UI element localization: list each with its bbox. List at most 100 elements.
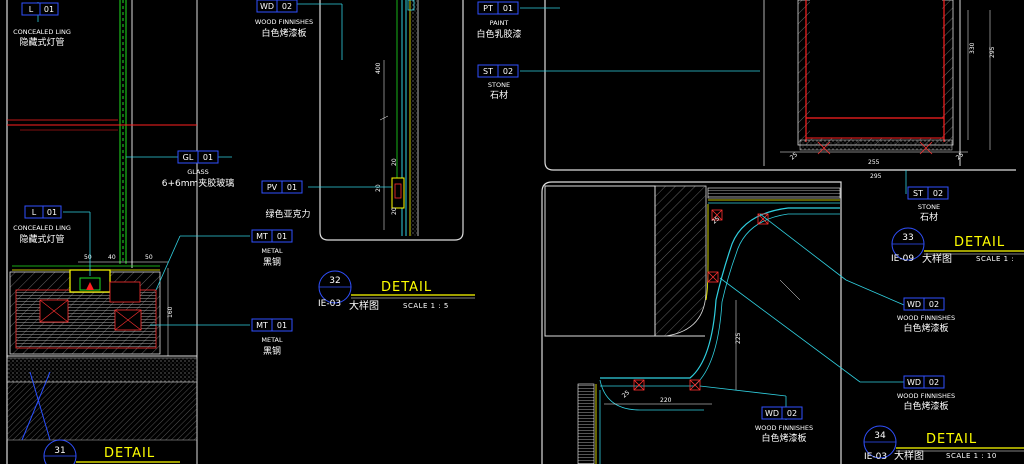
dim-label: 295 [989,46,996,58]
material-tag: WD 02 WOOD FINNISHES 白色烤漆板 [755,406,813,444]
detail-title-33: 33 IE-09 DETAIL 大样图 SCALE 1 : [891,227,1024,265]
detail-title-31: 31 DETAIL [43,439,180,464]
material-tag: L 01 CONCEALED LING 隐藏式灯管 [13,205,71,245]
detail-number: 34 [874,431,886,441]
tag-code: WD [907,378,921,387]
tag-english: STONE [488,81,510,89]
tag-chinese: 黑钢 [263,256,281,268]
detail-32-drawing [379,0,419,236]
tag-chinese: 隐藏式灯管 [19,36,64,48]
detail-32-dimensions: 400 20 20 20 [375,62,398,215]
dim-label: 160 [167,306,174,318]
material-tag: PV 01 绿色亚克力 [261,180,311,220]
dim-label: 220 [660,397,672,404]
detail-sheet: IE-09 [891,254,914,264]
detail-34-dimensions: 225 220 25 25 [621,215,742,404]
dim-label: 20 [391,158,398,166]
material-tag: ST 02 STONE 石材 [907,186,949,223]
tag-number: 02 [929,378,939,387]
dim-label: 25 [789,151,799,161]
material-tag: MT 01 METAL 黑钢 [251,318,293,357]
tag-english: CONCEALED LING [13,28,71,36]
material-tag: WD 02 WOOD FINNISHES 白色烤漆板 [255,0,313,39]
detail-31-drawing [6,0,198,464]
detail-33-drawing [763,0,991,171]
leader-lines [37,2,907,420]
detail-chinese: 大样图 [349,299,379,312]
tag-code: ST [483,67,493,76]
tag-number: 02 [282,2,292,11]
material-tag: PT 01 PAINT 白色乳胶漆 [476,1,522,40]
tag-code: WD [765,409,779,418]
detail-sheet: IE-03 [864,452,887,462]
tag-english: WOOD FINNISHES [897,314,955,322]
dim-label: 50 [84,254,92,261]
dim-label: 255 [868,159,880,166]
dim-label: 400 [375,62,382,74]
detail-33-dimensions: 330 25 25 255 295 295 [789,42,996,180]
detail-chinese: 大样图 [894,449,924,462]
tag-number: 01 [287,183,297,192]
dim-label: 25 [711,215,721,225]
detail-word: DETAIL [954,235,1005,250]
material-tag: WD 02 WOOD FINNISHES 白色烤漆板 [897,297,955,334]
tag-english: PAINT [490,19,509,27]
material-tag: GL 01 GLASS 6+6mm夹胶玻璃 [162,150,234,189]
detail-chinese: 大样图 [922,252,952,265]
tag-chinese: 白色乳胶漆 [476,28,521,40]
tag-code: ST [913,189,923,198]
dim-label: 25 [621,389,631,399]
dim-label: 25 [955,151,965,161]
tag-chinese: 白色烤漆板 [903,400,948,412]
tag-english: CONCEALED LING [13,224,71,232]
tag-chinese: 石材 [490,89,508,101]
tag-number: 01 [277,321,287,330]
detail-scale: SCALE 1 : 10 [946,452,997,460]
tag-english: WOOD FINNISHES [755,424,813,432]
tag-code: L [29,5,34,14]
dim-label: 295 [870,173,882,180]
dim-label: 50 [145,254,153,261]
tag-code: WD [907,300,921,309]
tag-code: PT [483,4,493,13]
material-tag: ST 02 STONE 石材 [477,64,519,101]
tag-number: 02 [787,409,797,418]
tag-english: METAL [261,247,283,255]
tag-chinese: 白色烤漆板 [761,432,806,444]
detail-number: 33 [902,233,913,243]
tag-english: GLASS [187,168,209,176]
detail-31-dimensions: 50 40 50 160 [84,254,174,318]
tag-number: 01 [503,4,513,13]
tag-number: 01 [277,232,287,241]
tag-chinese: 隐藏式灯管 [19,233,64,245]
dim-label: 20 [391,207,398,215]
tag-number: 01 [203,153,213,162]
tag-code: GL [183,153,194,162]
dim-label: 40 [108,254,116,261]
dim-label: 20 [375,184,382,192]
detail-word: DETAIL [926,432,977,447]
tag-english: STONE [918,203,940,211]
tag-chinese: 白色烤漆板 [261,27,306,39]
detail-number: 31 [54,446,65,456]
detail-word: DETAIL [381,280,432,295]
dim-label: 225 [735,332,742,344]
tag-english: WOOD FINNISHES [897,392,955,400]
tag-code: MT [256,321,268,330]
tag-code: L [32,208,37,217]
material-tag: MT 01 METAL 黑钢 [251,229,293,268]
detail-title-32: 32 IE-03 DETAIL 大样图 SCALE 1 : 5 [318,270,475,312]
detail-scale: SCALE 1 : [976,255,1014,263]
detail-34-drawing [544,185,841,464]
tag-chinese: 绿色亚克力 [265,208,310,220]
dim-label: 330 [969,42,976,54]
tag-number: 01 [44,5,54,14]
detail-scale: SCALE 1 : 5 [403,302,449,310]
tag-number: 01 [47,208,57,217]
material-tag: WD 02 WOOD FINNISHES 白色烤漆板 [897,375,955,412]
detail-title-34: 34 IE-03 DETAIL 大样图 SCALE 1 : 10 [863,425,1024,462]
tag-chinese: 石材 [920,211,938,223]
tag-number: 02 [929,300,939,309]
tag-number: 02 [503,67,513,76]
